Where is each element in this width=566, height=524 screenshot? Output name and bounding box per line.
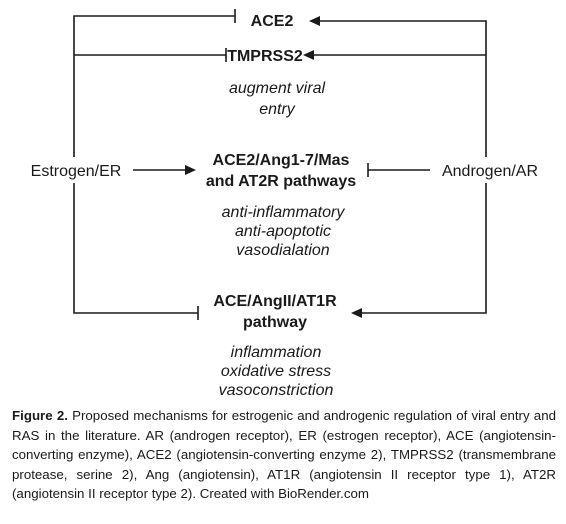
androgen-to-tmprss2-arrowhead — [303, 50, 314, 60]
estrogen-node: Estrogen/ER — [31, 163, 122, 180]
androgen-to-ace-pathway-arrowhead — [351, 308, 362, 318]
protective-pathway-line-2: and AT2R pathways — [206, 173, 356, 190]
harmful-effect-oxidative-stress: oxidative stress — [221, 363, 331, 380]
androgen-connectors — [303, 16, 487, 318]
harmful-pathway-line-1: ACE/AngII/AT1R — [213, 293, 337, 310]
ace2-label: ACE2 — [251, 13, 294, 30]
androgen-to-ace2-line — [320, 20, 487, 157]
regulation-diagram: Estrogen/ER Androgen/AR ACE2 TMPRSS2 aug… — [31, 9, 538, 399]
harmful-pathway-line-2: pathway — [243, 314, 307, 331]
viral-entry-note-line-1: augment viral — [229, 80, 325, 97]
protective-pathway-line-1: ACE2/Ang1-7/Mas — [213, 152, 350, 169]
androgen-to-ace-pathway-line — [361, 183, 487, 314]
figure-caption-text: Proposed mechanisms for estrogenic and a… — [12, 408, 556, 501]
estrogen-to-ace2-line — [73, 15, 235, 157]
protective-effect-anti-apoptotic: anti-apoptotic — [235, 223, 331, 240]
viral-entry-note-line-2: entry — [259, 101, 296, 118]
androgen-to-ace2-arrowhead — [309, 16, 320, 26]
tmprss2-label: TMPRSS2 — [227, 48, 303, 65]
protective-effect-vasodialation: vasodialation — [236, 242, 330, 259]
figure-caption: Figure 2. Proposed mechanisms for estrog… — [12, 406, 556, 504]
androgen-node: Androgen/AR — [442, 163, 538, 180]
harmful-effect-inflammation: inflammation — [231, 344, 322, 361]
estrogen-connectors — [73, 9, 236, 320]
estrogen-to-ace2-pathway-arrowhead — [185, 165, 196, 175]
protective-effect-anti-inflammatory: anti-inflammatory — [222, 204, 346, 221]
figure-label: Figure 2. — [12, 408, 68, 423]
estrogen-to-ace-pathway-line — [73, 183, 198, 314]
harmful-effect-vasoconstriction: vasoconstriction — [219, 382, 334, 399]
